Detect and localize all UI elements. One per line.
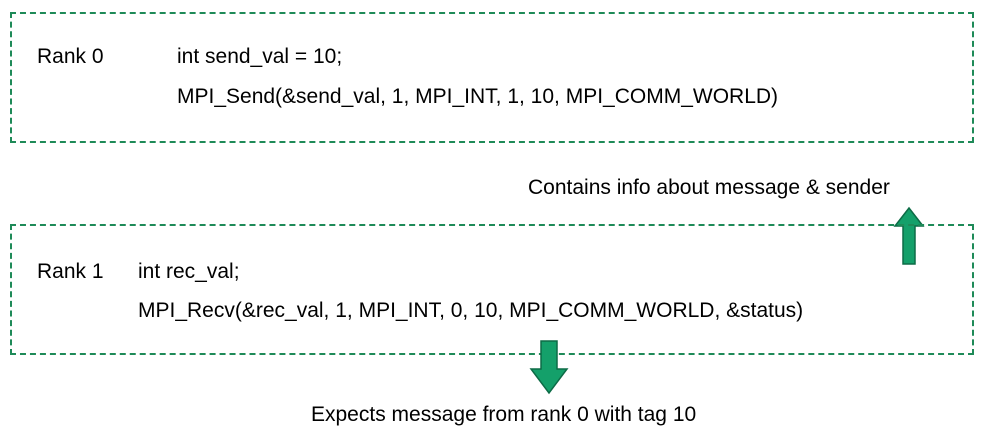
down-arrow-icon [529,340,569,395]
rank1-box [10,224,974,355]
status-annotation: Contains info about message & sender [528,176,890,199]
rank0-box [10,12,974,143]
rank0-code-line2: MPI_Send(&send_val, 1, MPI_INT, 1, 10, M… [177,85,779,108]
recv-annotation: Expects message from rank 0 with tag 10 [311,403,697,426]
rank0-label: Rank 0 [37,45,104,68]
rank0-code-line1: int send_val = 10; [177,45,343,68]
rank1-label: Rank 1 [37,260,104,283]
up-arrow-icon [893,206,925,265]
rank1-code-line1: int rec_val; [138,260,240,283]
rank1-code-line2: MPI_Recv(&rec_val, 1, MPI_INT, 0, 10, MP… [138,299,804,322]
